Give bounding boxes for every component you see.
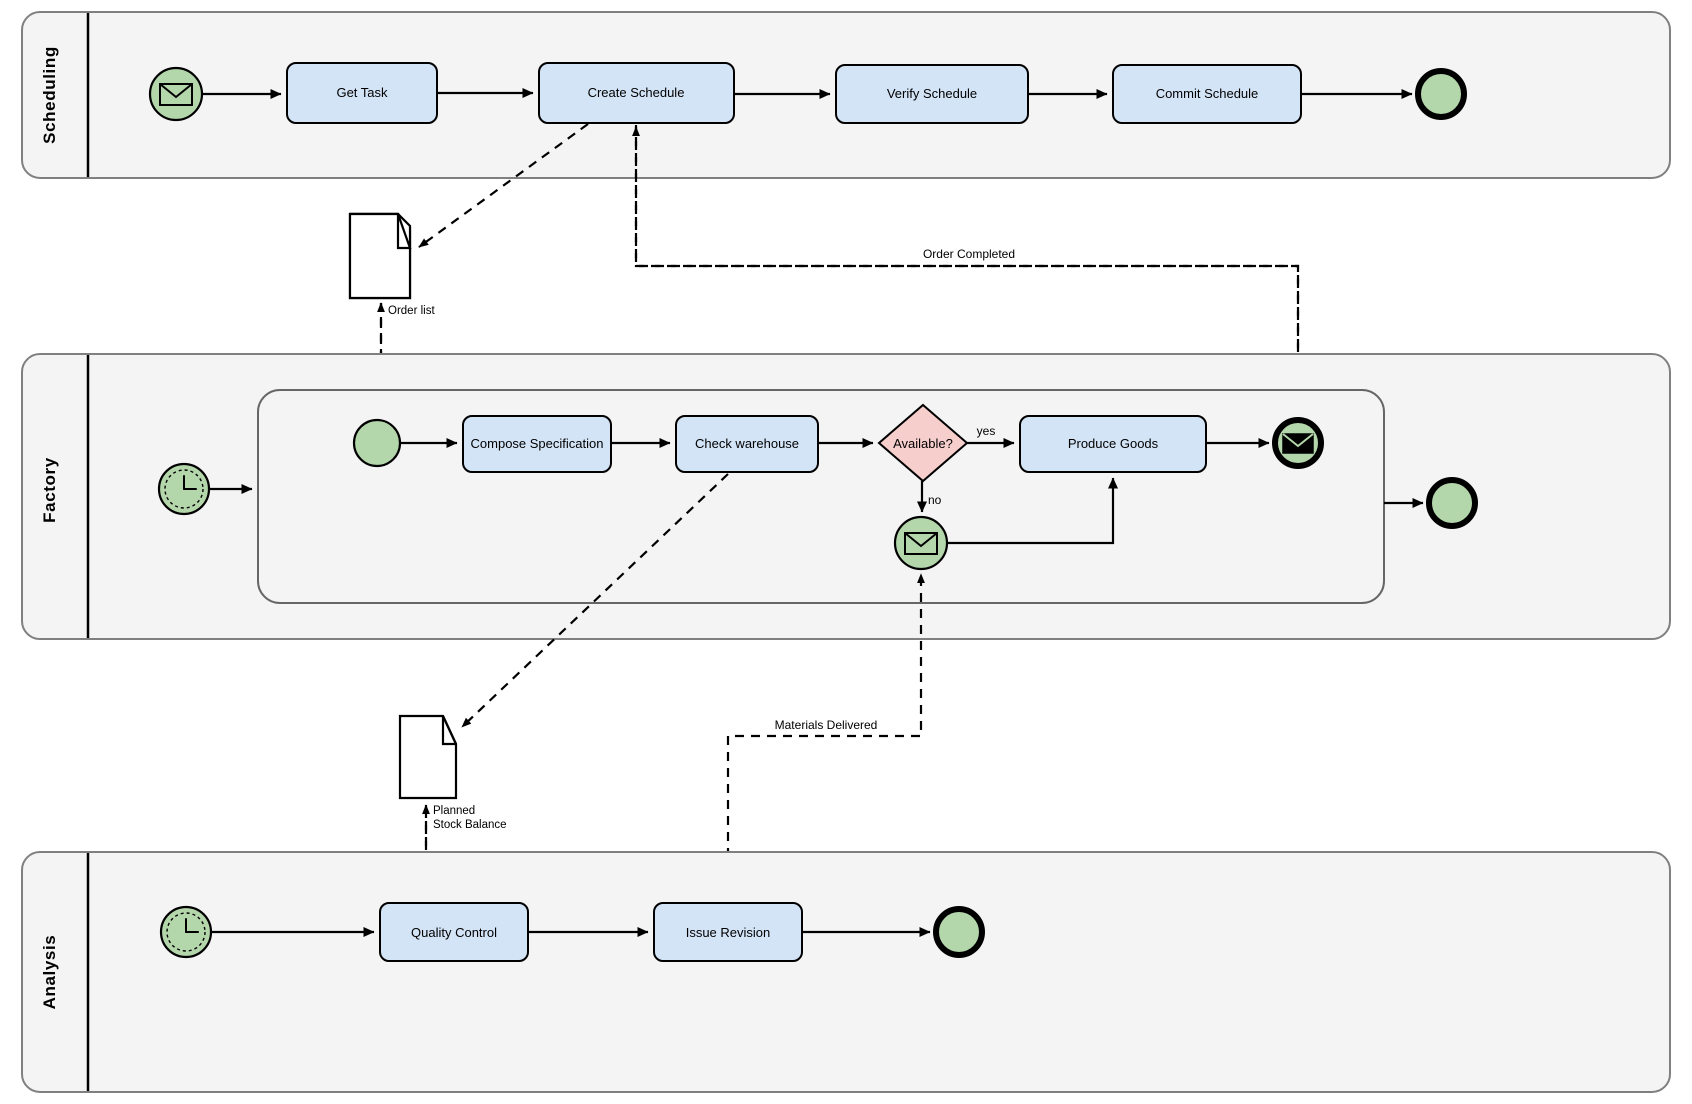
task-get-task-label: Get Task xyxy=(336,85,388,100)
assoc-create-schedule-to-order-list xyxy=(418,123,589,248)
lane-analysis[interactable]: Analysis xyxy=(21,851,1671,1093)
message-flow-order-completed-label: Order Completed xyxy=(923,247,1015,261)
data-object-planned-stock-balance[interactable]: Planned Stock Balance xyxy=(398,714,507,831)
scheduling-end-event[interactable] xyxy=(1415,68,1467,120)
lane-analysis-body xyxy=(21,851,1671,1093)
assoc-check-warehouse-to-stock-balance xyxy=(461,473,729,728)
lane-analysis-label: Analysis xyxy=(40,935,59,1010)
factory-end-event[interactable] xyxy=(1426,477,1478,529)
subprocess-message-end-event[interactable] xyxy=(1272,417,1324,469)
analysis-timer-start-event[interactable] xyxy=(159,905,213,959)
data-object-order-list[interactable]: Order list xyxy=(348,212,435,317)
data-object-planned-label-line2: Stock Balance xyxy=(433,819,507,831)
envelope-flap-icon xyxy=(159,83,193,99)
task-verify-schedule-label: Verify Schedule xyxy=(887,86,977,101)
data-object-planned-label-line1: Planned xyxy=(433,805,475,817)
lane-factory-label: Factory xyxy=(40,457,59,523)
task-produce-goods[interactable]: Produce Goods xyxy=(1019,415,1207,473)
task-commit-schedule[interactable]: Commit Schedule xyxy=(1112,64,1302,124)
task-quality-control[interactable]: Quality Control xyxy=(379,902,529,962)
task-issue-revision[interactable]: Issue Revision xyxy=(653,902,803,962)
task-get-task[interactable]: Get Task xyxy=(286,62,438,124)
flow-catch-to-produce xyxy=(947,477,1118,545)
task-check-warehouse[interactable]: Check warehouse xyxy=(675,415,819,473)
message-flow-order-completed xyxy=(634,125,1302,413)
message-flow-materials-delivered-label: Materials Delivered xyxy=(775,718,878,732)
factory-timer-start-event[interactable] xyxy=(157,462,211,516)
task-issue-revision-label: Issue Revision xyxy=(686,925,771,940)
subprocess-container[interactable] xyxy=(257,389,1385,604)
gateway-available-label: Available? xyxy=(893,436,953,451)
task-quality-control-label: Quality Control xyxy=(411,925,497,940)
envelope-icon xyxy=(159,83,193,106)
analysis-end-event[interactable] xyxy=(933,906,985,958)
flow-yes-label: yes xyxy=(977,424,996,438)
lane-scheduling-label: Scheduling xyxy=(40,46,59,144)
task-produce-goods-label: Produce Goods xyxy=(1068,436,1159,451)
data-object-order-list-label: Order list xyxy=(388,305,435,317)
flow-no-label: no xyxy=(928,493,942,507)
task-create-schedule-label: Create Schedule xyxy=(588,85,685,100)
task-verify-schedule[interactable]: Verify Schedule xyxy=(835,64,1029,124)
task-compose-specification[interactable]: Compose Specification xyxy=(462,415,612,473)
message-flow-order-completed-arrow xyxy=(632,126,1300,412)
task-create-schedule[interactable]: Create Schedule xyxy=(538,62,735,124)
task-check-warehouse-label: Check warehouse xyxy=(695,436,799,451)
task-compose-specification-label: Compose Specification xyxy=(471,436,604,451)
subprocess-start-event[interactable] xyxy=(352,418,402,468)
message-flow-materials-delivered xyxy=(726,573,925,905)
message-start-event[interactable] xyxy=(148,66,204,122)
message-catch-event[interactable] xyxy=(893,515,949,571)
task-commit-schedule-label: Commit Schedule xyxy=(1156,86,1259,101)
